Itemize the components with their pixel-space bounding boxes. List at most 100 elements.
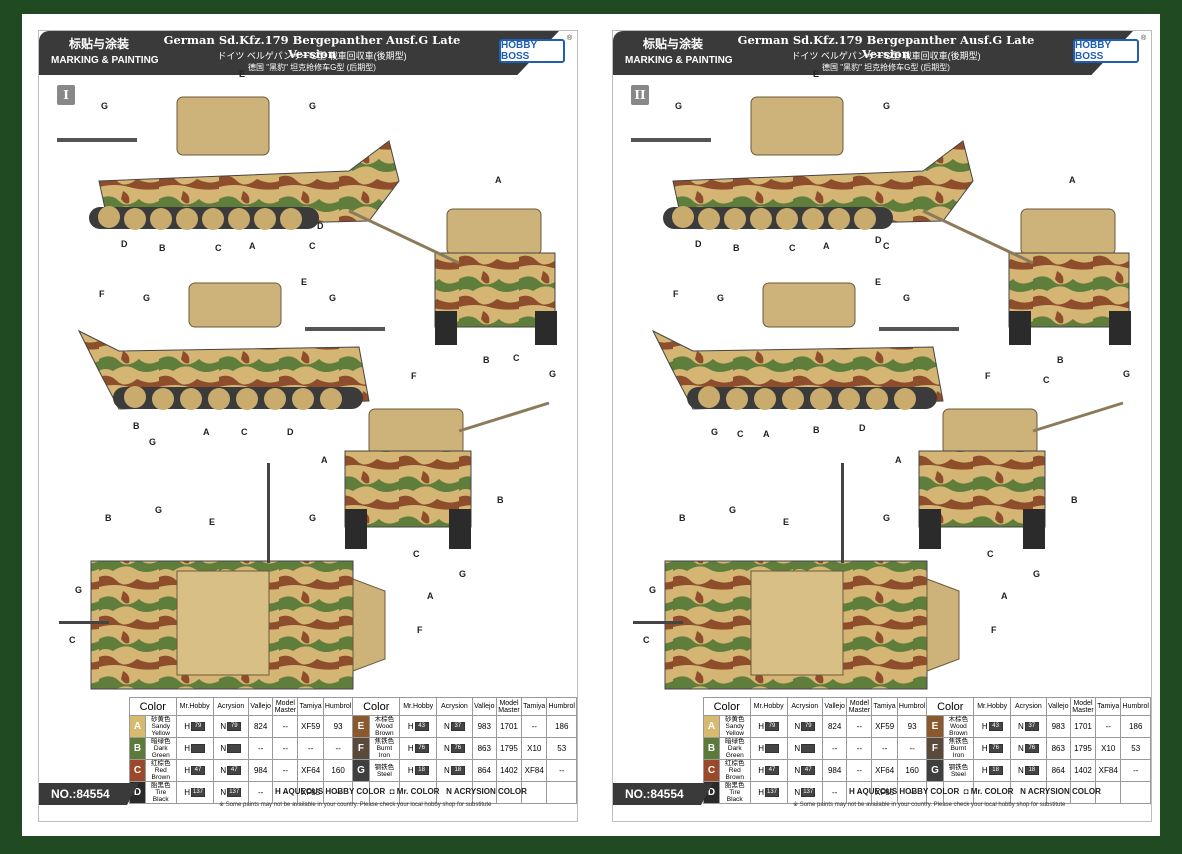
hobbyboss-logo: HOBBY BOSS — [1073, 39, 1139, 63]
painting-sheet-1: 标贴与涂装 MARKING & PAINTING German Sd.Kfz.1… — [38, 30, 578, 822]
acrysion-code: N — [786, 737, 823, 760]
callout-c: C — [883, 241, 890, 251]
callout-f: F — [991, 625, 997, 635]
callout-d: D — [859, 423, 866, 433]
legend-n: N — [1020, 787, 1026, 796]
product-number: NO.:84554 — [613, 783, 713, 805]
humbrol-code: 93 — [322, 715, 354, 738]
paint-legend: H AQUEOUS HOBBY COLOR ◘ Mr. COLOR N ACRY… — [849, 787, 1101, 796]
mg-barrel — [305, 327, 385, 331]
tamiya-code: -- — [1094, 715, 1122, 738]
color-code-g: G — [926, 759, 944, 782]
color-code-c: C — [129, 759, 146, 782]
callout-c: C — [413, 549, 420, 559]
tamiya-code: X10 — [520, 737, 548, 760]
callout-b: B — [679, 513, 686, 523]
callout-a: A — [249, 241, 256, 251]
vallejo-code: 864 — [471, 759, 497, 782]
humbrol-code: 186 — [1120, 715, 1151, 738]
callout-a: A — [1069, 175, 1076, 185]
antenna — [841, 463, 844, 563]
mg-barrel — [59, 621, 109, 624]
callout-b: B — [813, 425, 820, 435]
track-left — [345, 509, 367, 549]
color-code-f: F — [352, 737, 370, 760]
callout-c: C — [1043, 375, 1050, 385]
track-left — [1009, 311, 1031, 345]
callout-d: D — [695, 239, 702, 249]
col-mrhobby: Mr.Hobby — [175, 697, 214, 716]
canvas-tarp — [446, 208, 542, 256]
track-right — [1023, 509, 1045, 549]
callout-c: C — [69, 635, 76, 645]
humbrol-code: -- — [322, 737, 354, 760]
model-title-jp: ドイツ ベルゲパンサーG型 戦車回収車(後期型) — [217, 51, 407, 61]
track-right — [1109, 311, 1131, 345]
col-tamiya: Tamiya — [297, 697, 324, 716]
side-view-right — [631, 96, 974, 230]
callout-g: G — [1123, 369, 1130, 379]
front-view — [348, 208, 557, 345]
callout-a: A — [427, 591, 434, 601]
rear-view — [344, 401, 550, 549]
callout-a: A — [203, 427, 210, 437]
callout-b: B — [1071, 495, 1078, 505]
callout-a: A — [763, 429, 770, 439]
tamiya-code: X10 — [1094, 737, 1122, 760]
vallejo-code: 864 — [1045, 759, 1071, 782]
header-en-label: MARKING & PAINTING — [625, 55, 733, 66]
modelmaster-code: -- — [846, 715, 873, 738]
humbrol-code: -- — [896, 737, 928, 760]
col-humbrol: Humbrol — [322, 697, 354, 716]
col-acrysion: Acrysion — [212, 697, 249, 716]
antenna — [267, 463, 270, 563]
header-cn-label: 标贴与涂装 — [69, 37, 130, 51]
mg-barrel — [633, 621, 683, 624]
track-left — [435, 311, 457, 345]
col-tamiya-2: Tamiya — [520, 697, 548, 716]
vallejo-code: 863 — [1045, 737, 1071, 760]
callout-c: C — [643, 635, 650, 645]
canvas-tarp — [188, 282, 282, 328]
tamiya-code: XF84 — [520, 759, 548, 782]
callout-e: E — [875, 277, 881, 287]
col-modelmaster-2: Model Master — [1069, 697, 1096, 716]
callout-g: G — [903, 293, 910, 303]
col-tamiya: Tamiya — [871, 697, 898, 716]
color-code-b: B — [129, 737, 146, 760]
top-view — [59, 463, 386, 690]
humbrol-code: 53 — [1120, 737, 1151, 760]
vallejo-code: 824 — [821, 715, 848, 738]
track-right — [535, 311, 557, 345]
callout-c: C — [987, 549, 994, 559]
legend-h: H — [849, 787, 855, 796]
tamiya-code: XF84 — [1094, 759, 1122, 782]
panel-numeral: II — [631, 85, 649, 105]
tarp-top — [750, 570, 844, 676]
modelmaster-code: 1795 — [495, 737, 522, 760]
product-number: NO.:84554 — [39, 783, 139, 805]
callout-f: F — [417, 625, 423, 635]
header-cn-label: 标贴与涂装 — [643, 37, 704, 51]
header-bar — [613, 31, 1133, 75]
model-title-cn: 德国 "黑豹" 坦克抢修车G型 (后期型) — [822, 63, 950, 72]
callout-f: F — [99, 289, 105, 299]
col-modelmaster-2: Model Master — [495, 697, 522, 716]
humbrol-code: 160 — [322, 759, 354, 782]
humbrol-code: -- — [1120, 759, 1151, 782]
mg-barrel — [631, 138, 711, 142]
